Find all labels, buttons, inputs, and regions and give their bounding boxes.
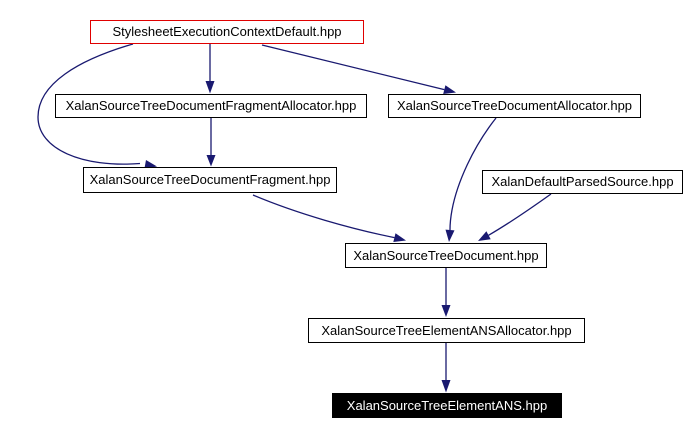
edge-element-ans-allocator-to-element-ans [441,343,451,393]
edge-stylesheet-to-fragment-allocator [205,44,215,94]
edge-stylesheet-to-document-allocator [261,44,456,94]
node-xalan-source-tree-document-fragment-allocator[interactable]: XalanSourceTreeDocumentFragmentAllocator… [55,94,367,118]
edge-fragment-allocator-to-document-fragment [206,118,216,167]
edge-document-to-element-ans-allocator [441,268,451,317]
edge-document-allocator-to-document [445,117,497,242]
edge-parsed-source-to-document [478,193,552,241]
node-xalan-source-tree-document[interactable]: XalanSourceTreeDocument.hpp [345,243,547,268]
edge-document-fragment-to-document [252,194,406,242]
node-xalan-source-tree-element-ans: XalanSourceTreeElementANS.hpp [332,393,562,418]
node-xalan-source-tree-element-ans-allocator[interactable]: XalanSourceTreeElementANSAllocator.hpp [308,318,585,343]
node-stylesheet-execution-context-default[interactable]: StylesheetExecutionContextDefault.hpp [90,20,364,44]
node-xalan-source-tree-document-fragment[interactable]: XalanSourceTreeDocumentFragment.hpp [83,167,337,193]
node-xalan-default-parsed-source[interactable]: XalanDefaultParsedSource.hpp [482,170,683,194]
edge-stylesheet-to-document-fragment [37,43,157,169]
node-xalan-source-tree-document-allocator[interactable]: XalanSourceTreeDocumentAllocator.hpp [388,94,641,118]
